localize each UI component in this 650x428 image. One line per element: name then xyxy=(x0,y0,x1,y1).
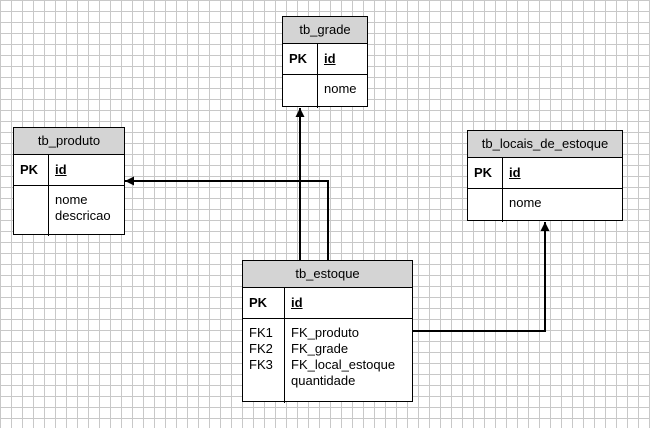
pk-row: PK id xyxy=(243,288,412,319)
pk-row: PK id xyxy=(14,155,124,186)
attribute-field: FK_grade xyxy=(291,341,349,356)
pk-field: id xyxy=(55,162,67,177)
pk-row: PK id xyxy=(283,44,367,75)
pk-label: PK xyxy=(283,44,318,74)
pk-field: id xyxy=(324,51,336,66)
key-column xyxy=(283,75,318,108)
attribute-row: nome xyxy=(283,75,367,108)
entity-title: tb_locais_de_estoque xyxy=(468,131,622,158)
attribute-list: nome xyxy=(318,75,357,108)
attribute-list: nome descricao xyxy=(49,186,111,236)
attribute-row: nome descricao xyxy=(14,186,124,236)
key-column xyxy=(14,186,49,236)
relation-estoque-produto xyxy=(125,176,329,260)
pk-label: PK xyxy=(14,155,49,185)
pk-label: PK xyxy=(468,158,503,188)
key-column xyxy=(468,189,503,222)
entity-title: tb_estoque xyxy=(243,261,412,288)
pk-field: id xyxy=(291,295,303,310)
entity-tb-locais-de-estoque[interactable]: tb_locais_de_estoque PK id nome xyxy=(467,130,623,222)
attribute-list: nome xyxy=(503,189,542,222)
entity-title: tb_grade xyxy=(283,17,367,44)
attribute-field: FK_produto xyxy=(291,325,359,340)
entity-tb-produto[interactable]: tb_produto PK id nome descricao xyxy=(13,127,125,236)
attribute-field: nome xyxy=(509,195,542,210)
entity-title: tb_produto xyxy=(14,128,124,155)
pk-row: PK id xyxy=(468,158,622,189)
fk-label: FK2 xyxy=(249,341,273,356)
attribute-row: nome xyxy=(468,189,622,222)
entity-tb-grade[interactable]: tb_grade PK id nome xyxy=(282,16,368,108)
attribute-field: quantidade xyxy=(291,373,356,388)
pk-field: id xyxy=(509,165,521,180)
attribute-list: FK_produto FK_grade FK_local_estoque qua… xyxy=(285,319,395,403)
attribute-field: nome xyxy=(324,81,357,96)
relation-estoque-locais xyxy=(412,222,550,332)
fk-label: FK1 xyxy=(249,325,273,340)
attribute-row: FK1 FK2 FK3 FK_produto FK_grade FK_local… xyxy=(243,319,412,403)
attribute-field: descricao xyxy=(55,208,111,223)
attribute-field: FK_local_estoque xyxy=(291,357,396,372)
attribute-field: nome xyxy=(55,192,88,207)
pk-label: PK xyxy=(243,288,285,318)
fk-label-list: FK1 FK2 FK3 xyxy=(243,319,285,403)
fk-label: FK3 xyxy=(249,357,273,372)
entity-tb-estoque[interactable]: tb_estoque PK id FK1 FK2 FK3 FK_produto … xyxy=(242,260,413,403)
